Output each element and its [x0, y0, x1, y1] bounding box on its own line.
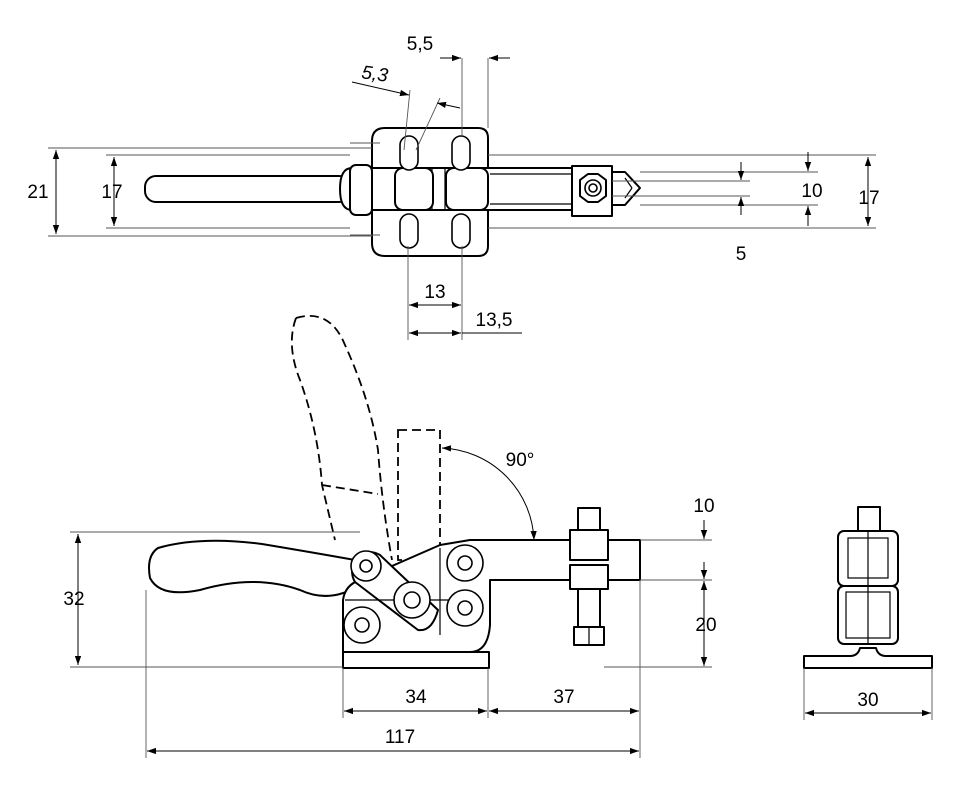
dim-nut-offset: 5 — [736, 244, 747, 265]
dim-base-length: 34 — [405, 687, 427, 708]
end-spindle-nut — [857, 506, 881, 532]
side-handle — [148, 539, 361, 597]
end-view: 30 — [803, 506, 933, 720]
top-slot-hole — [451, 135, 471, 171]
dim-hole-offset: 13,5 — [476, 310, 513, 331]
side-view: 90° 32 — [63, 314, 717, 758]
dim-arm-width-left: 17 — [101, 182, 122, 203]
dim-spindle-width: 10 — [801, 181, 822, 202]
dim-overall-width-left: 21 — [27, 182, 48, 203]
top-slot-hole — [399, 213, 419, 249]
dim-slot-width: 5,3 — [360, 62, 390, 87]
spindle-rod — [577, 588, 601, 628]
top-view: 21 17 17 10 5 5,5 5,3 — [27, 34, 880, 340]
dim-spindle-level: 20 — [695, 615, 716, 636]
top-handle-bar — [144, 175, 351, 203]
top-spindle-tip — [611, 171, 641, 206]
spindle-nut — [577, 507, 601, 531]
dim-base-width: 30 — [857, 690, 878, 711]
dim-arm-width-right: 17 — [858, 188, 879, 209]
dim-hole-pitch: 13 — [424, 282, 445, 303]
dim-overall-length: 117 — [385, 727, 415, 748]
handle-open-position — [290, 317, 336, 541]
side-base-plate — [342, 651, 490, 669]
dim-slot-spacing: 5,5 — [407, 34, 433, 55]
dim-height: 32 — [63, 589, 84, 610]
top-slot-hole — [399, 135, 419, 171]
arm-open-position — [397, 429, 441, 561]
angle-arc — [441, 445, 537, 541]
dim-spindle-height: 10 — [693, 496, 714, 517]
dim-open-angle: 90° — [506, 450, 535, 471]
end-base-flange — [803, 647, 933, 669]
top-slot-hole — [451, 213, 471, 249]
dim-reach: 37 — [553, 687, 574, 708]
